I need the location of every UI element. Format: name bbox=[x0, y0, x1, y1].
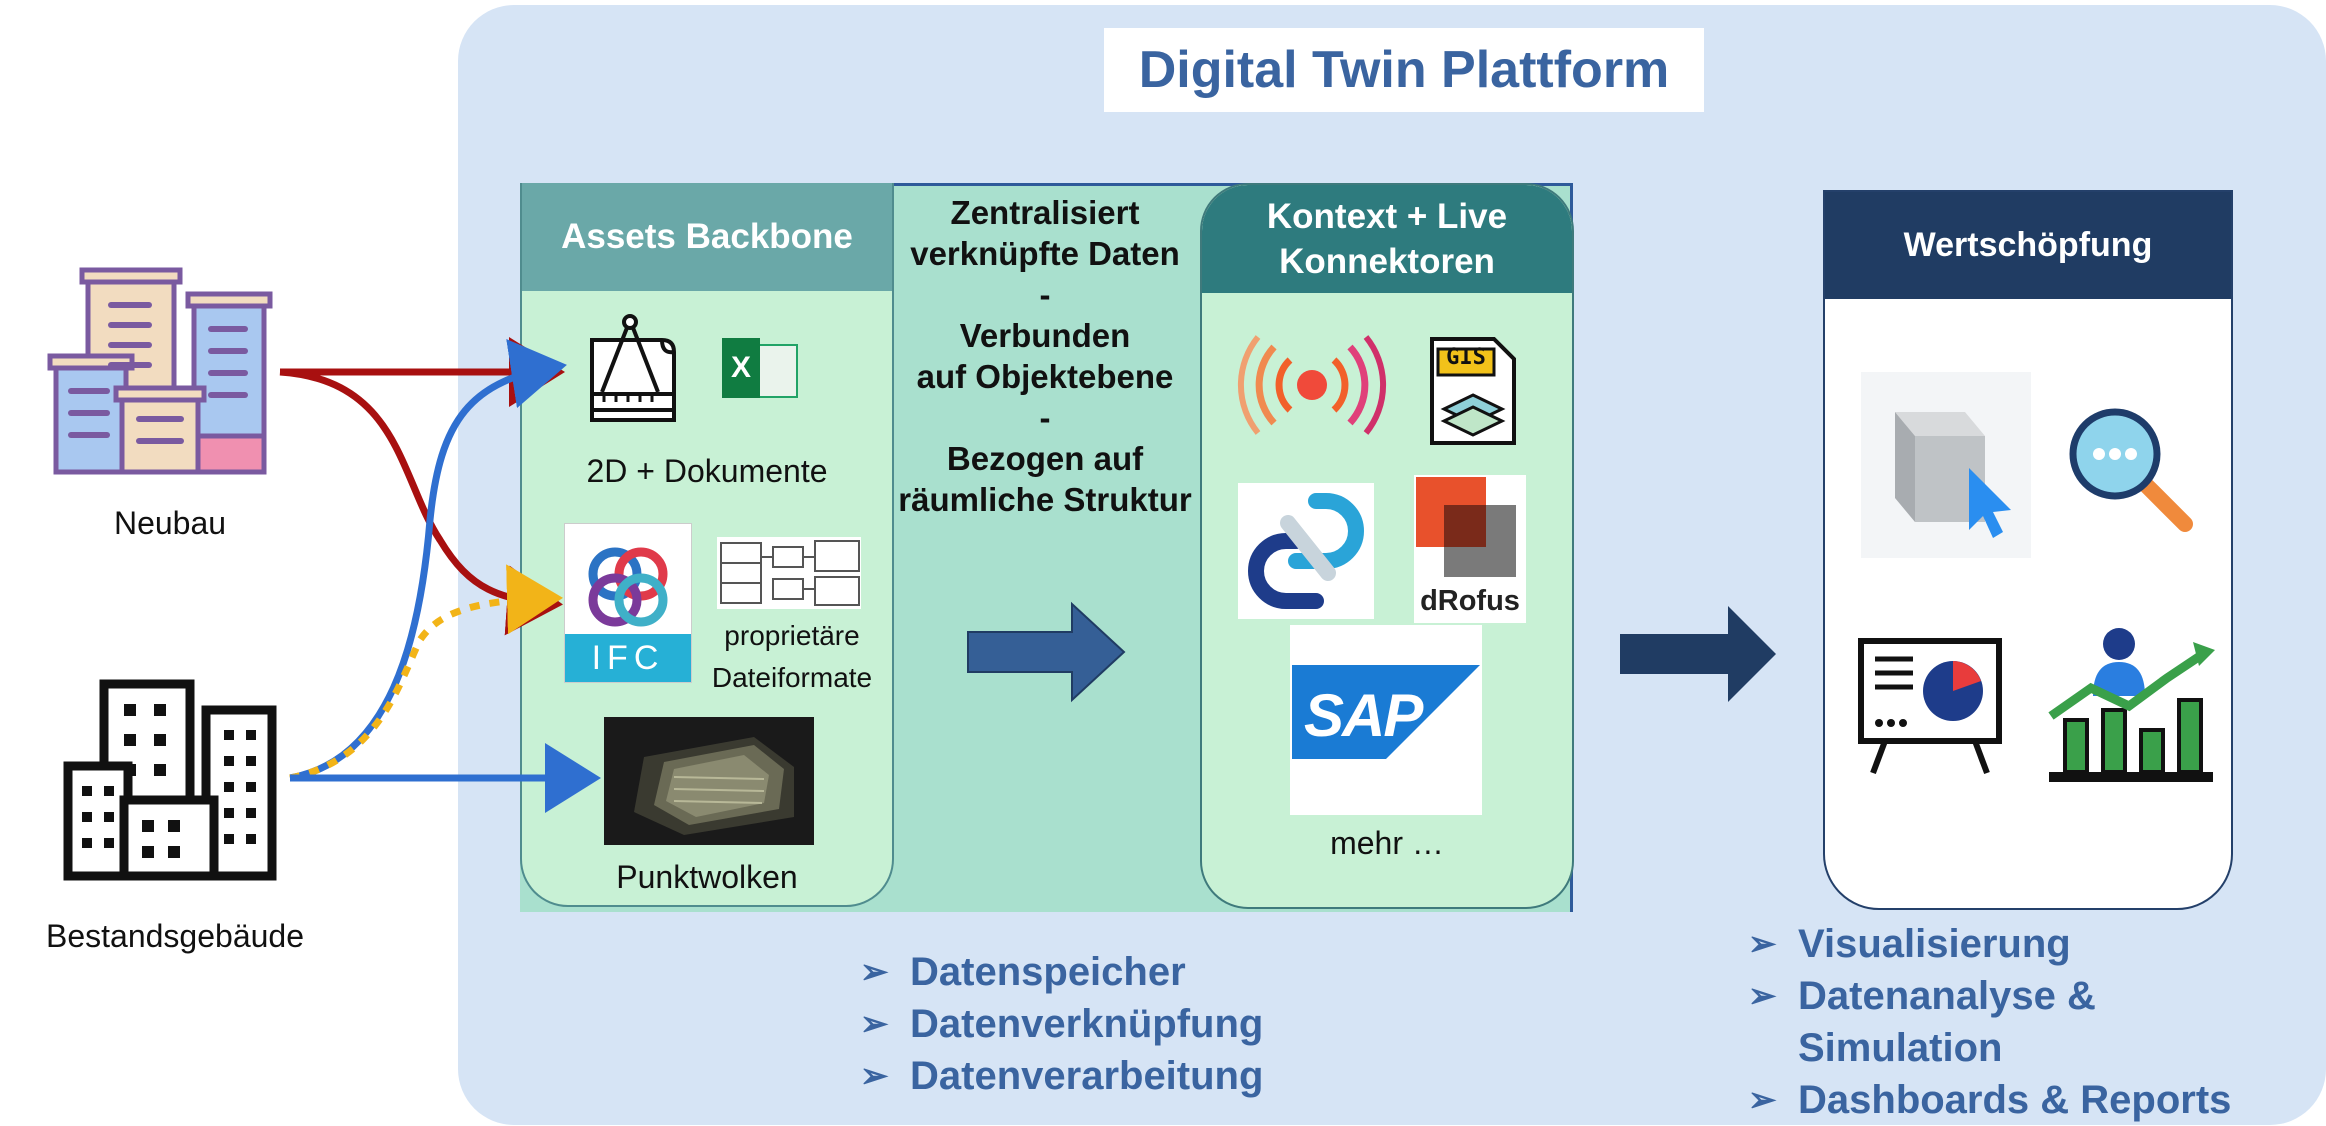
presentation-board-icon bbox=[1858, 638, 2002, 775]
bullet-arrow-icon: ➢ bbox=[1748, 925, 1777, 963]
wertschoepfung-panel: Wertschöpfung bbox=[1823, 190, 2233, 910]
file-structure-icon bbox=[717, 537, 861, 609]
connector-link-icon bbox=[1238, 483, 1374, 619]
excel-icon: X bbox=[722, 338, 798, 398]
growth-chart-person-icon bbox=[2048, 628, 2215, 782]
wertschoepfung-header: Wertschöpfung bbox=[1825, 192, 2231, 299]
bullet-arrow-icon: ➢ bbox=[860, 953, 889, 991]
proprietary-formats-label: proprietäre Dateiformate bbox=[711, 620, 873, 693]
platform-bullet: ➢Datenspeicher bbox=[860, 946, 1460, 998]
bullet-arrow-icon: ➢ bbox=[1748, 1081, 1777, 1119]
ifc-icon: IFC bbox=[564, 523, 692, 683]
assets-backbone-header: Assets Backbone bbox=[522, 183, 892, 291]
drofus-icon: dRofus bbox=[1414, 475, 1526, 623]
wert-bullet: Simulation bbox=[1798, 1026, 2003, 1070]
more-label: mehr … bbox=[1330, 825, 1444, 861]
existing-building-icon bbox=[63, 679, 277, 881]
center-description: Zentralisiert verknüpfte Daten - Verbund… bbox=[898, 194, 1192, 518]
wert-bullet: ➢Dashboards & Reports bbox=[1748, 1074, 2308, 1126]
new-building-icon bbox=[47, 267, 273, 475]
platform-title: Digital Twin Plattform bbox=[1104, 28, 1704, 112]
wert-bullet: ➢Datenanalyse & bbox=[1748, 970, 2308, 1022]
assets-backbone-panel: Assets Backbone X 2D + Dokumente IFC bbox=[520, 183, 894, 907]
bullet-arrow-icon: ➢ bbox=[860, 1005, 889, 1043]
kontext-connectors-panel: Kontext + Live Konnektoren GIS dRofus bbox=[1200, 183, 1574, 909]
bullet-arrow-icon: ➢ bbox=[860, 1057, 889, 1095]
live-signal-icon bbox=[1238, 335, 1386, 435]
flow-arrow-icon bbox=[967, 601, 1126, 703]
wert-bullets: ➢Visualisierung ➢Datenanalyse & Simulati… bbox=[1748, 918, 2308, 1126]
point-cloud-image bbox=[604, 717, 814, 845]
neubau-label: Neubau bbox=[113, 505, 227, 541]
platform-bullets: ➢Datenspeicher ➢Datenverknüpfung ➢Datenv… bbox=[860, 946, 1460, 1102]
gis-label: GIS bbox=[1446, 345, 1486, 370]
value-arrow-icon bbox=[1620, 606, 1776, 702]
pointcloud-label: Punktwolken bbox=[616, 859, 798, 895]
bullet-arrow-icon: ➢ bbox=[1748, 977, 1777, 1015]
platform-bullet: ➢Datenverknüpfung bbox=[860, 998, 1460, 1050]
3d-cube-cursor-icon bbox=[1861, 372, 2031, 558]
sap-logo-icon: SAP bbox=[1290, 625, 1482, 815]
wert-bullet: ➢Visualisierung bbox=[1748, 918, 2308, 970]
drafting-compass-icon bbox=[590, 314, 676, 422]
bestand-label: Bestandsgebäude bbox=[46, 918, 304, 954]
gis-file-icon bbox=[1430, 337, 1516, 445]
platform-bullet: ➢Datenverarbeitung bbox=[860, 1050, 1460, 1102]
magnifier-search-icon bbox=[2069, 408, 2193, 532]
docs-label: 2D + Dokumente bbox=[586, 453, 828, 489]
kontext-header: Kontext + Live Konnektoren bbox=[1202, 185, 1572, 293]
